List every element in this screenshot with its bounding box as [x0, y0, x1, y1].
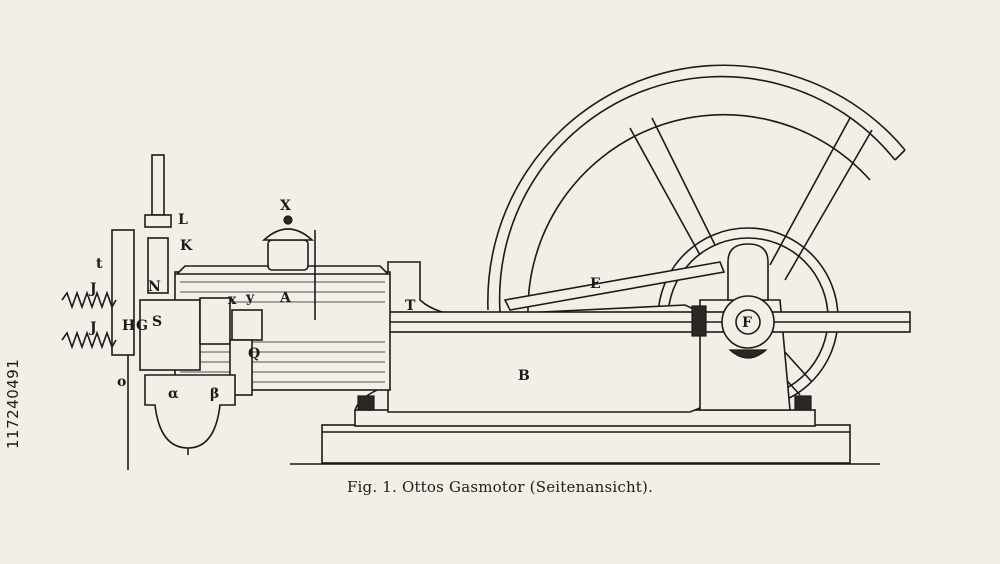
- label-J1: J: [88, 281, 97, 297]
- valve-gear: [61, 154, 263, 470]
- crank-disk: [691, 295, 775, 349]
- label-E: E: [590, 276, 601, 292]
- label-S: S: [152, 314, 162, 330]
- label-L: L: [178, 212, 188, 228]
- lubricator-cup: [261, 215, 316, 320]
- label-B: B: [518, 368, 530, 384]
- label-J2: J: [88, 320, 97, 336]
- label-A: A: [279, 290, 292, 306]
- label-T: T: [405, 298, 416, 314]
- connecting-rod: [503, 261, 726, 311]
- label-F: F: [742, 315, 752, 331]
- label-G: G: [136, 318, 148, 334]
- label-t: t: [96, 256, 103, 272]
- figure-caption: Fig. 1. Ottos Gasmotor (Seitenansicht).: [346, 478, 654, 496]
- label-beta: β: [210, 386, 219, 402]
- label-K: K: [180, 238, 193, 254]
- label-alpha: α: [168, 386, 179, 402]
- label-Q: Q: [248, 346, 260, 362]
- label-X: X: [280, 198, 291, 214]
- label-H: H: [122, 318, 135, 334]
- engine-base: [321, 409, 851, 464]
- label-y: y: [245, 290, 255, 306]
- label-o: o: [117, 374, 126, 390]
- label-N: N: [148, 279, 161, 295]
- label-x: x: [228, 292, 237, 308]
- stock-image-id: 117240491: [4, 358, 22, 449]
